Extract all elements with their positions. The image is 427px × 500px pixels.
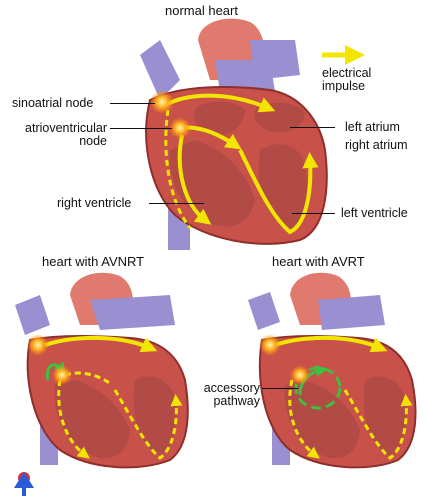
legend-label-2: impulse (322, 79, 366, 93)
avnrt-heart-drawing (15, 272, 189, 469)
avrt-sa-node-icon (259, 334, 281, 356)
avrt-heart-drawing (248, 272, 417, 469)
title-avnrt: heart with AVNRT (42, 254, 145, 269)
label-accessory-2: pathway (213, 394, 260, 408)
label-left-ventricle: left ventricle (341, 206, 408, 220)
label-sinoatrial-node: sinoatrial node (12, 96, 94, 110)
label-av-node-1: atrioventricular (25, 121, 107, 135)
label-accessory-1: accessory (203, 381, 260, 395)
leader-accessory (262, 388, 298, 389)
normal-heart-drawing (140, 18, 328, 250)
label-av-node-2: node (79, 134, 107, 148)
legend-label-1: electrical (322, 66, 372, 80)
av-node-icon (169, 117, 191, 139)
sa-node-icon (150, 90, 174, 114)
leader-av (110, 128, 172, 129)
leader-sa (110, 103, 155, 104)
avnrt-av-node-icon (52, 365, 72, 385)
logo-icon (14, 472, 34, 496)
title-normal-heart: normal heart (165, 3, 238, 18)
avrt-av-node-icon (290, 365, 310, 385)
avnrt-sa-node-icon (27, 334, 49, 356)
leader-right-ventricle (149, 203, 204, 204)
label-right-ventricle: right ventricle (57, 196, 132, 210)
leader-left-ventricle (292, 213, 335, 214)
leader-left-atrium (290, 127, 335, 128)
label-left-atrium: left atrium (345, 120, 400, 134)
title-avrt: heart with AVRT (272, 254, 365, 269)
label-right-atrium: right atrium (345, 138, 408, 152)
